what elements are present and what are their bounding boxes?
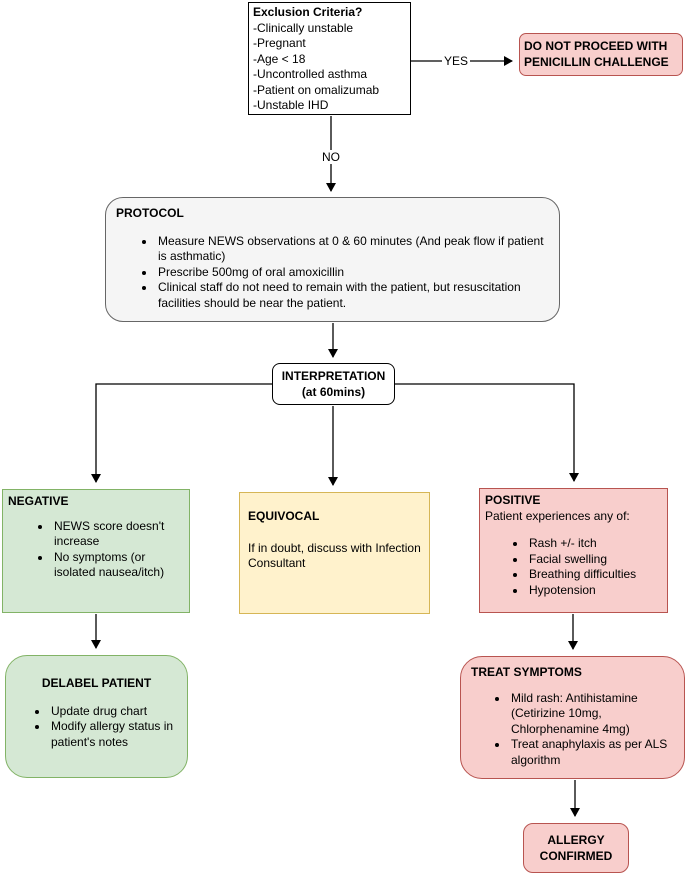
edge-interpretation-to-negative <box>91 383 272 483</box>
negative-bullet: NEWS score doesn't increase <box>52 519 180 550</box>
positive-bullet: Facial swelling <box>527 552 658 568</box>
node-allergy-confirmed: ALLERGY CONFIRMED <box>523 823 629 873</box>
node-delabel-patient: DELABEL PATIENT Update drug chart Modify… <box>5 655 188 778</box>
exclusion-title: Exclusion Criteria? <box>253 5 363 19</box>
treat-bullet: Treat anaphylaxis as per ALS algorithm <box>509 737 670 768</box>
node-equivocal: EQUIVOCAL If in doubt, discuss with Infe… <box>239 492 430 614</box>
positive-bullet: Rash +/- itch <box>527 536 658 552</box>
negative-bullet-list: NEWS score doesn't increase No symptoms … <box>8 519 184 581</box>
node-interpretation: INTERPRETATION (at 60mins) <box>272 363 395 405</box>
negative-title: NEGATIVE <box>8 494 69 508</box>
positive-bullet: Breathing difficulties <box>527 567 658 583</box>
exclusion-line: -Age < 18 <box>253 51 306 66</box>
positive-bullet-list: Rash +/- itch Facial swelling Breathing … <box>485 536 662 598</box>
node-positive: POSITIVE Patient experiences any of: Ras… <box>479 488 668 613</box>
treat-bullet-list: Mild rash: Antihistamine (Cetirizine 10m… <box>471 691 674 769</box>
positive-subtitle: Patient experiences any of: <box>485 508 630 523</box>
treat-title: TREAT SYMPTOMS <box>471 665 582 679</box>
protocol-bullet: Clinical staff do not need to remain wit… <box>156 280 545 311</box>
delabel-bullet-list: Update drug chart Modify allergy status … <box>11 704 182 751</box>
exclusion-line: -Uncontrolled asthma <box>253 67 368 81</box>
protocol-bullet: Prescribe 500mg of oral amoxicillin <box>156 265 545 281</box>
node-exclusion-criteria: Exclusion Criteria? -Clinically unstable… <box>248 2 411 115</box>
edge-interpretation-to-positive <box>395 383 579 482</box>
exclusion-line: -Pregnant <box>253 36 306 50</box>
delabel-bullet: Modify allergy status in patient's notes <box>49 719 178 750</box>
exclusion-line: -Clinically unstable <box>253 20 354 35</box>
node-negative: NEGATIVE NEWS score doesn't increase No … <box>2 489 190 613</box>
edge-label-no: NO <box>320 150 342 164</box>
treat-bullet: Mild rash: Antihistamine (Cetirizine 10m… <box>509 691 670 738</box>
delabel-title: DELABEL PATIENT <box>41 676 152 690</box>
equivocal-title: EQUIVOCAL <box>248 509 320 523</box>
interpretation-title: INTERPRETATION <box>281 369 386 383</box>
delabel-bullet: Update drug chart <box>49 704 178 720</box>
exclusion-line: -Unstable IHD <box>253 98 329 112</box>
node-do-not-proceed: DO NOT PROCEED WITH PENICILLIN CHALLENGE <box>519 33 683 76</box>
protocol-title: PROTOCOL <box>116 206 184 220</box>
protocol-bullet: Measure NEWS observations at 0 & 60 minu… <box>156 234 545 265</box>
positive-title: POSITIVE <box>485 493 541 507</box>
node-protocol: PROTOCOL Measure NEWS observations at 0 … <box>105 197 560 322</box>
do-not-proceed-title: DO NOT PROCEED WITH PENICILLIN CHALLENGE <box>524 39 669 69</box>
node-treat-symptoms: TREAT SYMPTOMS Mild rash: Antihistamine … <box>460 656 685 779</box>
allergy-confirmed-line: CONFIRMED <box>539 848 613 863</box>
interpretation-subtitle: (at 60mins) <box>301 384 366 399</box>
protocol-bullet-list: Measure NEWS observations at 0 & 60 minu… <box>116 234 549 312</box>
negative-bullet: No symptoms (or isolated nausea/itch) <box>52 550 180 581</box>
edge-label-yes: YES <box>441 54 471 68</box>
equivocal-body: If in doubt, discuss with Infection Cons… <box>248 540 421 571</box>
exclusion-line: -Patient on omalizumab <box>253 82 380 97</box>
positive-bullet: Hypotension <box>527 583 658 599</box>
allergy-confirmed-line: ALLERGY <box>547 833 605 847</box>
